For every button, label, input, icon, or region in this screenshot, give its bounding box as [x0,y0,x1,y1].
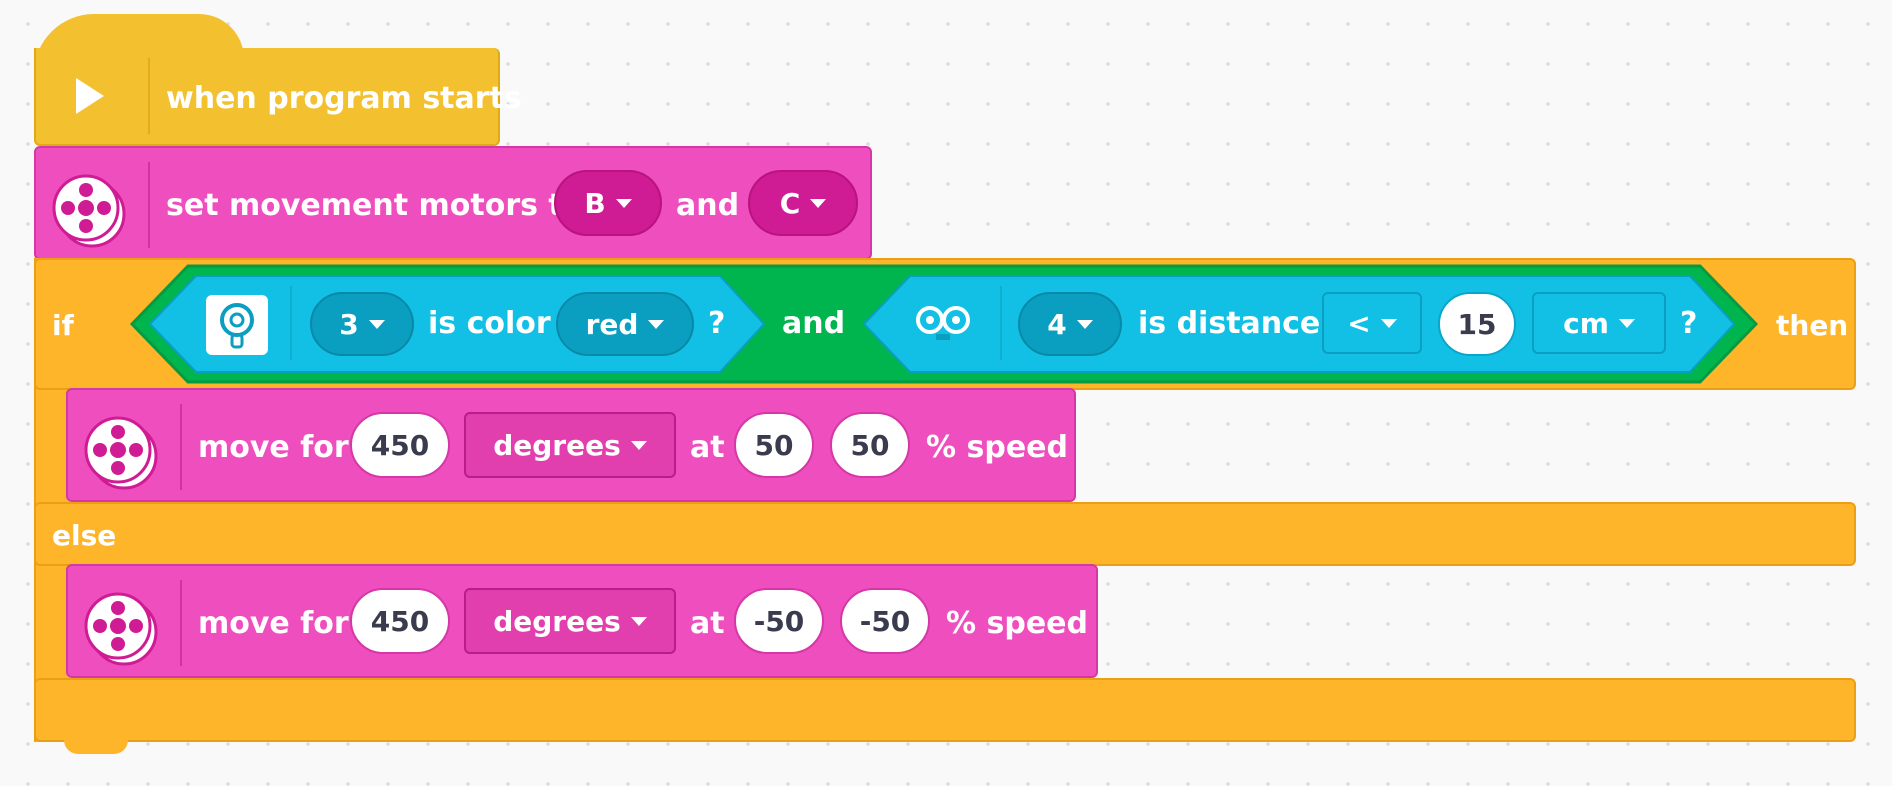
comparator-value: < [1347,306,1371,340]
distance-value: 15 [1457,307,1497,341]
chevron-down-icon [368,319,385,329]
left-speed-value: 50 [754,428,794,462]
hat-label: when program starts [166,81,522,116]
right-speed-value: 50 [850,428,890,462]
color-value-dropdown[interactable]: red [556,292,694,356]
color-port-dropdown[interactable]: 3 [310,292,414,356]
color-sensor-icon [206,295,268,355]
block-divider [148,162,150,248]
if-else-block-footer[interactable] [34,678,1856,742]
distance-port-value: 4 [1047,307,1067,341]
when-program-starts-block[interactable]: when program starts [34,48,522,146]
move-amount-value: 450 [370,428,430,462]
speed-suffix-label: % speed [926,430,1069,465]
distance-question-mark: ? [1680,306,1698,341]
motor-port-b-value: C [779,186,801,220]
chevron-down-icon [1380,318,1397,328]
speed-suffix-label: % speed [946,606,1089,641]
color-question-mark: ? [708,306,726,341]
is-color-label: is color [428,306,551,341]
move-amount-value: 450 [370,604,430,638]
chevron-down-icon [615,198,632,208]
chevron-down-icon [648,319,665,329]
motor-icon [80,412,160,492]
if-label: if [52,309,74,342]
color-value: red [585,307,639,341]
move-for-block[interactable]: move for 450 degrees at 50 50 % speed [66,388,1076,502]
color-port-value: 3 [339,307,359,341]
block-divider [180,404,182,490]
then-label: then [1776,309,1849,342]
right-speed-input[interactable]: 50 [830,412,910,478]
distance-unit-value: cm [1563,306,1609,340]
comparator-dropdown[interactable]: < [1322,292,1422,354]
distance-sensor-icon [912,300,974,344]
motor-icon [48,170,128,250]
motor-port-b-dropdown[interactable]: C [748,170,858,236]
is-distance-label: is distance [1138,306,1321,341]
if-else-bottom-notch [64,740,128,754]
move-amount-input[interactable]: 450 [350,412,450,478]
set-movement-motors-block[interactable]: set movement motors to B and C [34,146,872,260]
chevron-down-icon [810,198,827,208]
chevron-down-icon [1076,319,1093,329]
move-amount-input[interactable]: 450 [350,588,450,654]
and-label: and [782,306,846,341]
right-speed-input[interactable]: -50 [840,588,930,654]
condition-divider [290,286,292,360]
move-unit-dropdown[interactable]: degrees [464,588,676,654]
motors-joiner: and [676,188,740,223]
at-label: at [690,430,725,465]
else-label: else [52,519,117,552]
else-block-bar[interactable]: else [34,502,1856,566]
move-unit-value: degrees [493,604,621,638]
chevron-down-icon [1618,318,1635,328]
move-for-block[interactable]: move for 450 degrees at -50 -50 % speed [66,564,1098,678]
chevron-down-icon [630,440,647,450]
move-for-label: move for [198,430,349,465]
move-unit-dropdown[interactable]: degrees [464,412,676,478]
right-speed-value: -50 [859,604,911,638]
distance-unit-dropdown[interactable]: cm [1532,292,1666,354]
left-speed-input[interactable]: 50 [734,412,814,478]
condition-divider [1000,286,1002,360]
distance-value-input[interactable]: 15 [1438,292,1516,356]
block-divider [180,580,182,666]
play-icon [76,78,104,114]
motor-port-a-value: B [584,186,606,220]
set-motors-label: set movement motors to [166,188,584,223]
move-for-label: move for [198,606,349,641]
block-divider [148,58,150,134]
motor-icon [80,588,160,668]
motor-port-a-dropdown[interactable]: B [554,170,662,236]
chevron-down-icon [630,616,647,626]
at-label: at [690,606,725,641]
left-speed-value: -50 [753,604,805,638]
left-speed-input[interactable]: -50 [734,588,824,654]
move-unit-value: degrees [493,428,621,462]
distance-port-dropdown[interactable]: 4 [1018,292,1122,356]
